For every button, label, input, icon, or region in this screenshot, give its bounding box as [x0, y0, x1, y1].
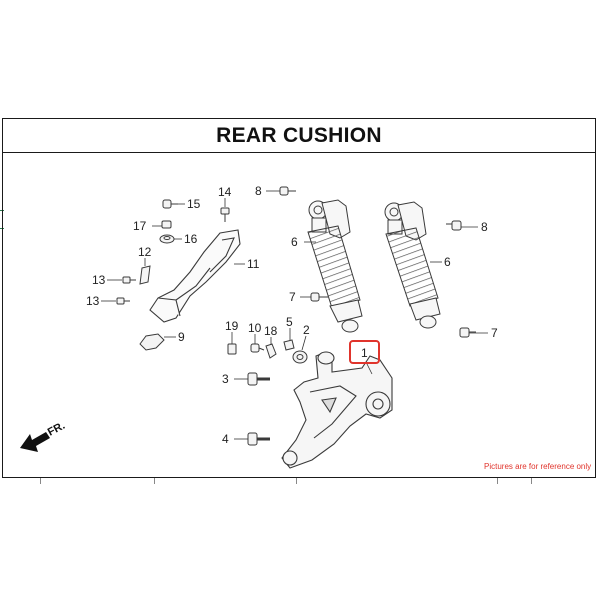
bushing-2-part[interactable] [292, 350, 308, 364]
shock-absorber-left-part[interactable] [307, 199, 363, 333]
table-tick [531, 478, 532, 484]
reference-disclaimer: Pictures are for reference only [484, 462, 592, 471]
bolt-8b-part[interactable] [446, 220, 462, 231]
diagram-title: REAR CUSHION [216, 123, 382, 147]
callout-6b: 6 [444, 255, 451, 269]
bolt-15-part[interactable] [162, 199, 178, 209]
callout-17: 17 [133, 219, 147, 233]
callout-7b: 7 [491, 326, 498, 340]
collar-19-part[interactable] [227, 343, 237, 355]
callout-15: 15 [187, 197, 201, 211]
callout-3: 3 [222, 372, 229, 386]
bolt-3-part[interactable] [247, 372, 270, 386]
callout-13a: 13 [92, 273, 106, 287]
callout-1: 1 [361, 346, 368, 360]
front-direction-arrow-icon [20, 432, 50, 452]
rear-bracket-part[interactable] [281, 351, 393, 469]
callout-6a: 6 [291, 235, 298, 249]
rear-fender-part[interactable] [149, 229, 241, 323]
callout-10: 10 [248, 321, 262, 335]
highlight-box[interactable] [349, 340, 380, 364]
table-tick [154, 478, 155, 484]
bolt-14-part[interactable] [220, 207, 230, 222]
fitting-18-part[interactable] [265, 343, 277, 359]
bolt-4-part[interactable] [247, 432, 270, 446]
callout-13b: 13 [86, 294, 100, 308]
callout-8b: 8 [481, 220, 488, 234]
diagram-frame: REAR CUSHION [2, 118, 596, 478]
screw-13b-part[interactable] [116, 297, 130, 305]
nut-17-part[interactable] [161, 220, 172, 229]
table-tick [497, 478, 498, 484]
direction-label: FR. [46, 420, 67, 439]
pin-10-part[interactable] [250, 343, 265, 353]
callout-19: 19 [225, 319, 239, 333]
table-tick [296, 478, 297, 484]
callout-16: 16 [184, 232, 198, 246]
callout-2: 2 [303, 323, 310, 337]
clip-12-part[interactable] [139, 265, 151, 285]
callout-14: 14 [218, 185, 232, 199]
callout-5: 5 [286, 315, 293, 329]
table-tick [40, 478, 41, 484]
title-bar: REAR CUSHION [3, 119, 595, 153]
screw-13a-part[interactable] [122, 276, 136, 284]
callout-9: 9 [178, 330, 185, 344]
washer-16-part[interactable] [159, 234, 175, 244]
bolt-7b-part[interactable] [459, 327, 476, 338]
callout-7a: 7 [289, 290, 296, 304]
callout-8a: 8 [255, 184, 262, 198]
shock-absorber-right-part[interactable] [384, 201, 441, 329]
bracket-9-part[interactable] [139, 333, 165, 351]
nut-5-part[interactable] [283, 339, 295, 351]
bolt-8a-part[interactable] [279, 186, 296, 196]
bolt-7a-part[interactable] [310, 292, 328, 302]
callout-18: 18 [264, 324, 278, 338]
callout-4: 4 [222, 432, 229, 446]
callout-12: 12 [138, 245, 152, 259]
callout-11: 11 [247, 257, 260, 271]
